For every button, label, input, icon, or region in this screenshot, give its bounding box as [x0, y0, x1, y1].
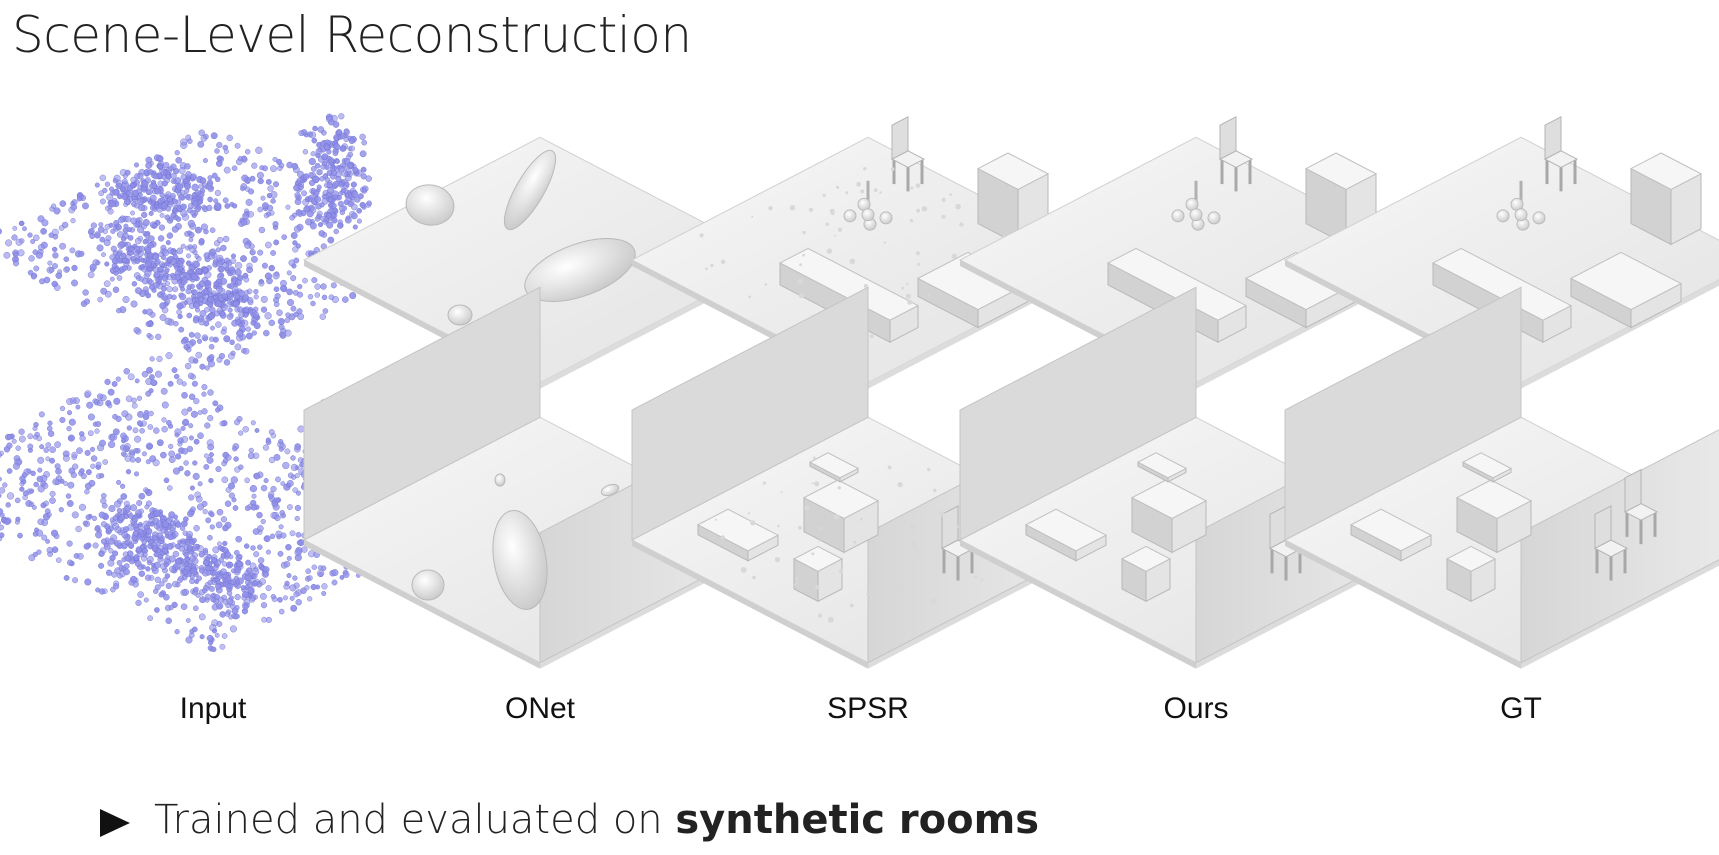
- caption-ours: Ours: [1163, 692, 1229, 725]
- chair-shape: [1593, 505, 1629, 581]
- caption-input: Input: [179, 692, 247, 725]
- cube-table-shape: [1130, 479, 1208, 554]
- lamp-shape: [843, 180, 893, 231]
- caption-gt: GT: [1500, 692, 1542, 725]
- cabinet-shape: [976, 152, 1050, 246]
- bullet-text: Trained and evaluated on synthetic rooms: [154, 797, 1039, 843]
- chair-shape: [890, 115, 926, 192]
- caption-onet: ONet: [504, 692, 576, 725]
- panel-gt-row-1: [1283, 115, 1719, 389]
- blob-shape: [447, 304, 473, 326]
- bullet-text-bold: synthetic rooms: [675, 797, 1040, 843]
- blob-shape: [492, 510, 548, 610]
- blob-shape: [494, 473, 506, 487]
- cube-table-shape: [1455, 479, 1533, 554]
- chair-shape: [1218, 115, 1254, 192]
- blob-shape: [600, 483, 620, 497]
- blob-shape: [503, 149, 557, 231]
- table-shape: [1569, 251, 1683, 329]
- panel-gt-row-2: [1283, 286, 1719, 669]
- reconstruction-figure: [0, 113, 1719, 669]
- chair-shape: [1623, 468, 1659, 545]
- bin-shape: [1120, 545, 1172, 603]
- blob-shape: [524, 238, 636, 302]
- desk-shape: [696, 508, 780, 562]
- cube-table-shape: [802, 479, 880, 554]
- slide-title: Scene-Level Reconstruction: [12, 6, 692, 64]
- blob-shape: [405, 184, 455, 226]
- bullet-text-plain: Trained and evaluated on: [154, 797, 676, 843]
- book-shape: [808, 452, 860, 483]
- caption-spsr: SPSR: [827, 692, 909, 725]
- desk-shape: [1349, 508, 1433, 562]
- triangle-right-icon: [100, 809, 130, 837]
- lamp-shape: [1171, 180, 1221, 231]
- blob-shape: [411, 569, 445, 601]
- table-shape: [916, 251, 1030, 329]
- book-shape: [1136, 452, 1188, 483]
- lamp-shape: [1496, 180, 1546, 231]
- bin-shape: [792, 545, 844, 603]
- chair-shape: [1543, 115, 1579, 192]
- desk-shape: [1024, 508, 1108, 562]
- panel-spsr-row-2: [630, 286, 1106, 669]
- panel-ours-row-1: [958, 115, 1434, 389]
- panel-input-row-1: [0, 113, 443, 366]
- bin-shape: [1445, 545, 1497, 603]
- book-shape: [1461, 452, 1513, 483]
- cabinet-shape: [1629, 152, 1703, 246]
